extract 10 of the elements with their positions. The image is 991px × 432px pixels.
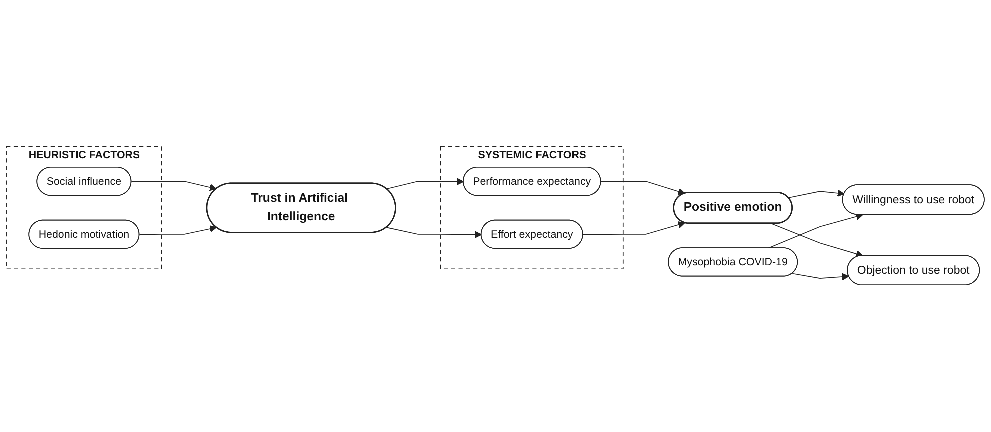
arrow — [386, 178, 464, 190]
arrow — [139, 225, 217, 236]
arrow — [582, 221, 686, 236]
arrow — [768, 213, 864, 249]
arrow — [788, 190, 845, 198]
arrow — [600, 181, 686, 196]
arrow — [771, 223, 864, 258]
arrow — [792, 273, 850, 281]
arrow — [386, 227, 482, 238]
arrow — [131, 181, 217, 192]
